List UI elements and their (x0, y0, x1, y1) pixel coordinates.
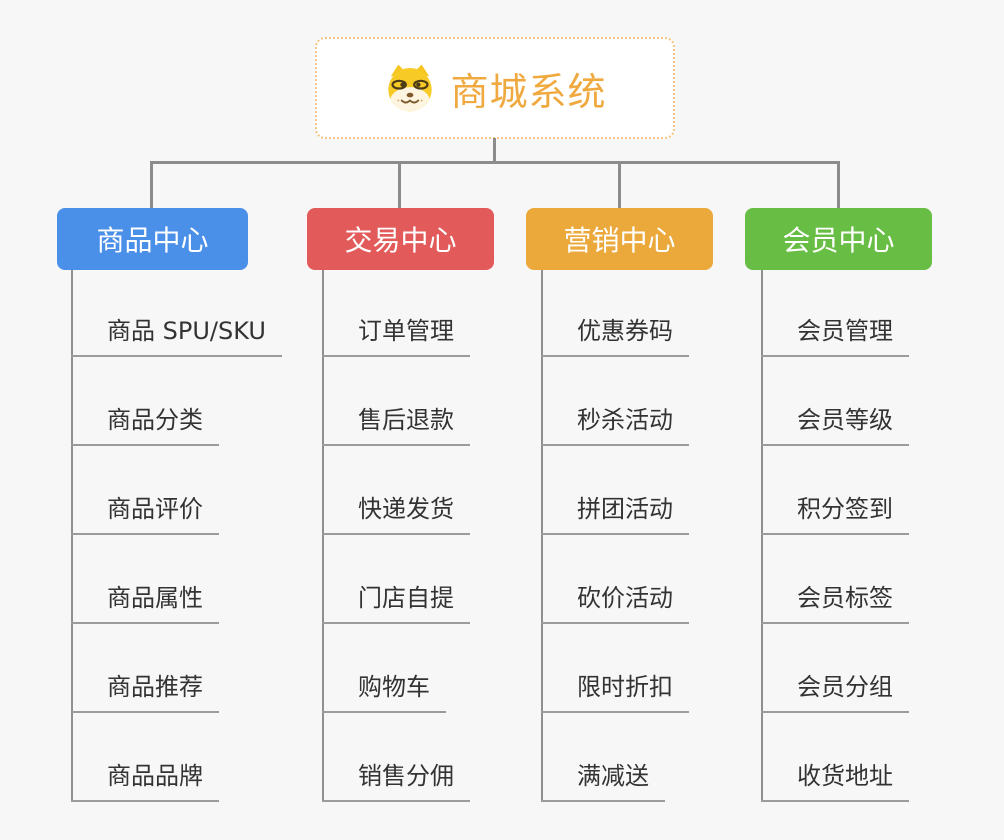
leaf-node[interactable]: 砍价活动 (541, 582, 689, 624)
branch-node-product-center[interactable]: 商品中心 (57, 208, 248, 270)
leaf-node[interactable]: 商品 SPU/SKU (71, 315, 282, 357)
leaf-node[interactable]: 商品评价 (71, 493, 219, 535)
leaf-node[interactable]: 拼团活动 (541, 493, 689, 535)
leaf-node[interactable]: 快递发货 (322, 493, 470, 535)
root-node[interactable]: 商城系统 (315, 37, 675, 139)
leaf-node[interactable]: 限时折扣 (541, 671, 689, 713)
leaf-node[interactable]: 商品品牌 (71, 760, 219, 802)
leaf-node[interactable]: 购物车 (322, 671, 446, 713)
leaf-node[interactable]: 门店自提 (322, 582, 470, 624)
leaf-node[interactable]: 会员等级 (761, 404, 909, 446)
leaf-node[interactable]: 会员标签 (761, 582, 909, 624)
connector-root-drop (493, 138, 496, 163)
leaf-node[interactable]: 商品推荐 (71, 671, 219, 713)
branch-node-member-center[interactable]: 会员中心 (745, 208, 932, 270)
connector-drop-product (150, 161, 153, 208)
branch-node-trade-center[interactable]: 交易中心 (307, 208, 494, 270)
leaf-node[interactable]: 商品分类 (71, 404, 219, 446)
connector-drop-member (837, 161, 840, 208)
connector-drop-marketing (618, 161, 621, 208)
root-title: 商城系统 (450, 69, 607, 114)
leaf-node[interactable]: 会员管理 (761, 315, 909, 357)
leaf-node[interactable]: 会员分组 (761, 671, 909, 713)
branch-node-marketing-center[interactable]: 营销中心 (526, 208, 713, 270)
leaf-node[interactable]: 积分签到 (761, 493, 909, 535)
connector-drop-trade (398, 161, 401, 208)
leaf-node[interactable]: 售后退款 (322, 404, 470, 446)
connector-bus (150, 161, 840, 164)
leaf-node[interactable]: 销售分佣 (322, 760, 470, 802)
leaf-node[interactable]: 收货地址 (761, 760, 909, 802)
leaf-node[interactable]: 商品属性 (71, 582, 219, 624)
branch-spine-member (761, 270, 763, 802)
doge-icon (388, 64, 433, 112)
branch-spine-marketing (541, 270, 543, 802)
leaf-node[interactable]: 秒杀活动 (541, 404, 689, 446)
branch-spine-trade (322, 270, 324, 802)
branch-spine-product (71, 270, 73, 802)
leaf-node[interactable]: 满减送 (541, 760, 665, 802)
leaf-node[interactable]: 订单管理 (322, 315, 470, 357)
leaf-node[interactable]: 优惠券码 (541, 315, 689, 357)
